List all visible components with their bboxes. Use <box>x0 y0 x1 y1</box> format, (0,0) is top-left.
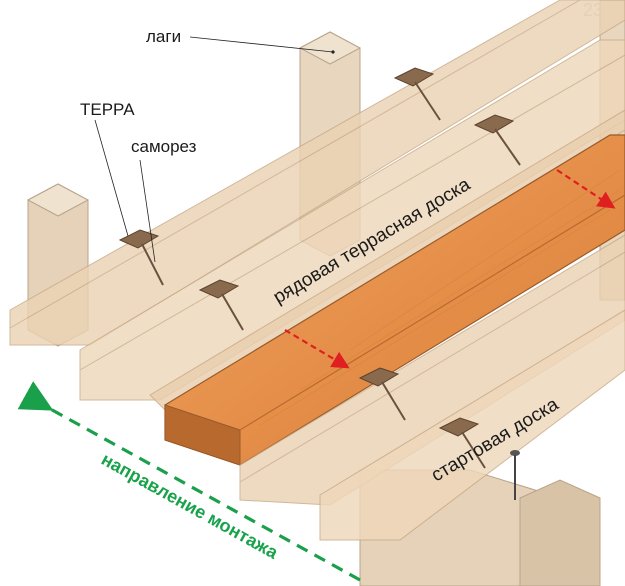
screw-label: саморез <box>131 137 197 156</box>
board-row-1 <box>9 0 625 346</box>
joists-leader <box>189 36 334 53</box>
screw-leader <box>139 159 156 263</box>
clip-terra-2 <box>198 279 244 331</box>
joists-label: лаги <box>146 27 181 46</box>
clip-terra-1 <box>118 229 164 286</box>
clip-terra-3 <box>393 67 441 121</box>
start-screw <box>510 450 520 500</box>
red-arrow-2 <box>556 169 616 209</box>
row-terrace-board <box>164 134 625 466</box>
board-row-3 <box>149 109 625 411</box>
red-arrow-1 <box>284 329 350 369</box>
clip-terra-5 <box>358 367 406 421</box>
clip-terra-6 <box>438 417 486 469</box>
clip-terra-4 <box>473 114 521 166</box>
clip-leader <box>94 119 129 237</box>
clip-label: ТЕРРА <box>80 100 135 119</box>
